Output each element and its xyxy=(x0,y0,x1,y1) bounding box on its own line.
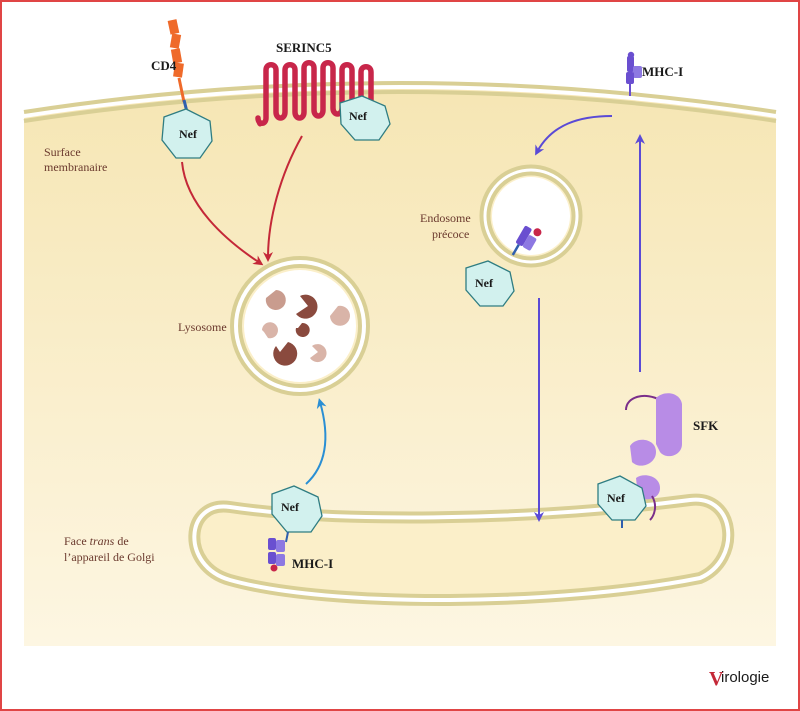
early-endosome xyxy=(479,164,583,268)
golgi-label-line2: l’appareil de Golgi xyxy=(64,550,155,564)
mhc-surface-label: MHC-I xyxy=(642,64,683,79)
arrow-cd4-to-lysosome xyxy=(181,161,264,266)
golgi-label-line1: Face trans de xyxy=(64,534,129,548)
golgi-label-face: Face xyxy=(64,534,87,548)
serinc5-label: SERINC5 xyxy=(276,40,332,55)
nef-serinc5: Nef xyxy=(339,95,391,141)
nef-golgi-left: Nef xyxy=(271,485,323,543)
nef-cd4-label: Nef xyxy=(179,127,198,141)
cd4-receptor xyxy=(167,19,189,113)
nef-cd4: Nef xyxy=(161,108,213,159)
golgi-label-de: de xyxy=(117,534,128,548)
sfk-label: SFK xyxy=(693,418,719,433)
nef-golgi-right: Nef xyxy=(597,475,647,528)
lysosome xyxy=(230,256,370,396)
golgi-label-trans: trans xyxy=(90,534,115,548)
nef-endosome-label: Nef xyxy=(475,276,494,290)
mhc-golgi-label: MHC-I xyxy=(292,556,333,571)
mhc-golgi xyxy=(268,538,285,572)
nef-serinc5-label: Nef xyxy=(349,109,368,123)
arrow-golgi-to-lysosome xyxy=(305,398,327,485)
cd4-label: CD4 xyxy=(151,58,177,73)
mhc-surface xyxy=(626,51,642,96)
lysosomal-enzymes xyxy=(262,290,350,366)
logo-rest: irologie xyxy=(721,669,769,686)
nef-golgi-left-label: Nef xyxy=(281,500,300,514)
sfk-kinase xyxy=(625,393,682,521)
surface-label-line2: membranaire xyxy=(44,160,107,174)
plasma-membrane-outer xyxy=(23,81,777,114)
surface-label-line1: Surface xyxy=(44,145,81,159)
arrow-serinc5-to-lysosome xyxy=(263,135,303,262)
nef-golgi-right-label: Nef xyxy=(607,491,626,505)
virologie-logo: V irologie xyxy=(709,668,769,690)
endosome-label-line2: précoce xyxy=(432,227,469,241)
logo-initial: V xyxy=(709,668,724,690)
lysosome-label: Lysosome xyxy=(178,320,227,334)
mhc-endosome xyxy=(511,226,542,256)
plasma-membrane-inner xyxy=(23,90,777,123)
golgi-apparatus xyxy=(188,493,735,606)
endosome-label-line1: Endosome xyxy=(420,211,471,225)
nef-endosome: Nef xyxy=(465,260,515,307)
arrow-surface-to-endosome xyxy=(535,115,613,156)
